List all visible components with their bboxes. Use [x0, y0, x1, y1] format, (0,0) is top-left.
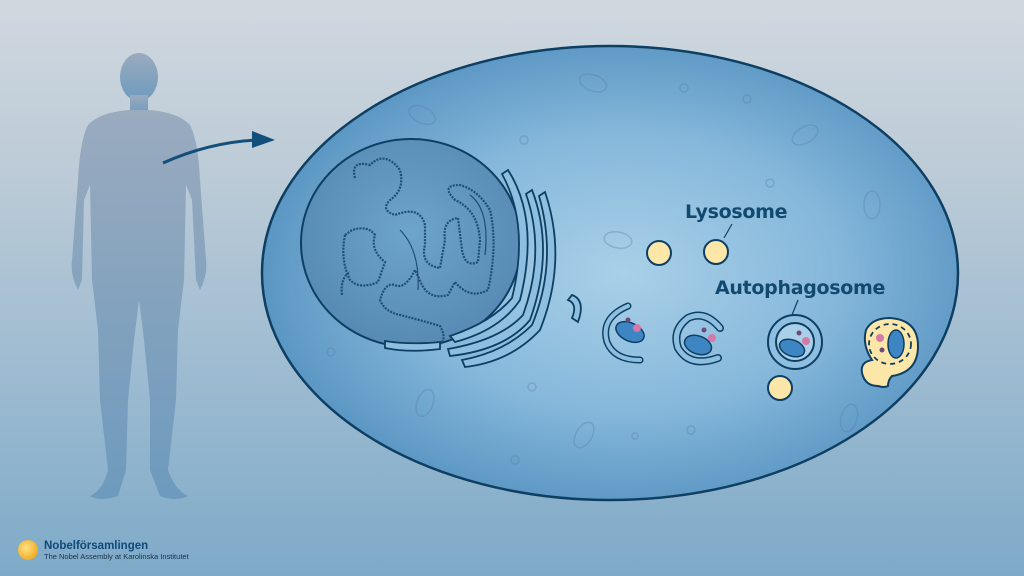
lysosome-1 [646, 240, 672, 266]
nucleus [300, 138, 522, 348]
arrow-body-to-cell [162, 131, 275, 165]
autophagosome-pointer [791, 299, 799, 316]
lysosome-label: Lysosome [685, 201, 788, 223]
lysosomes [646, 239, 793, 401]
dna-strand [340, 157, 495, 346]
human-body-silhouette [71, 53, 207, 499]
nobel-assembly-logo: Nobelförsamlingen The Nobel Assembly at … [18, 540, 189, 561]
endoplasmic-reticulum [384, 168, 582, 368]
autophagosome-label: Autophagosome [715, 277, 886, 299]
phagophore-stage-1 [602, 302, 645, 364]
logo-title: Nobelförsamlingen [44, 540, 149, 552]
nobel-medal-icon [18, 540, 38, 561]
lysosome-3 [767, 375, 793, 401]
background-organelles [326, 73, 881, 465]
cell [260, 44, 960, 502]
autolysosome [860, 316, 920, 388]
lysosome-2 [703, 239, 729, 265]
logo-subtitle: The Nobel Assembly at Karolinska Institu… [44, 551, 189, 561]
autophagosome [767, 314, 823, 370]
logo-text: Nobelförsamlingen The Nobel Assembly at … [44, 540, 189, 561]
lysosome-pointer [723, 223, 733, 239]
phagophore-stage-2 [672, 311, 724, 366]
